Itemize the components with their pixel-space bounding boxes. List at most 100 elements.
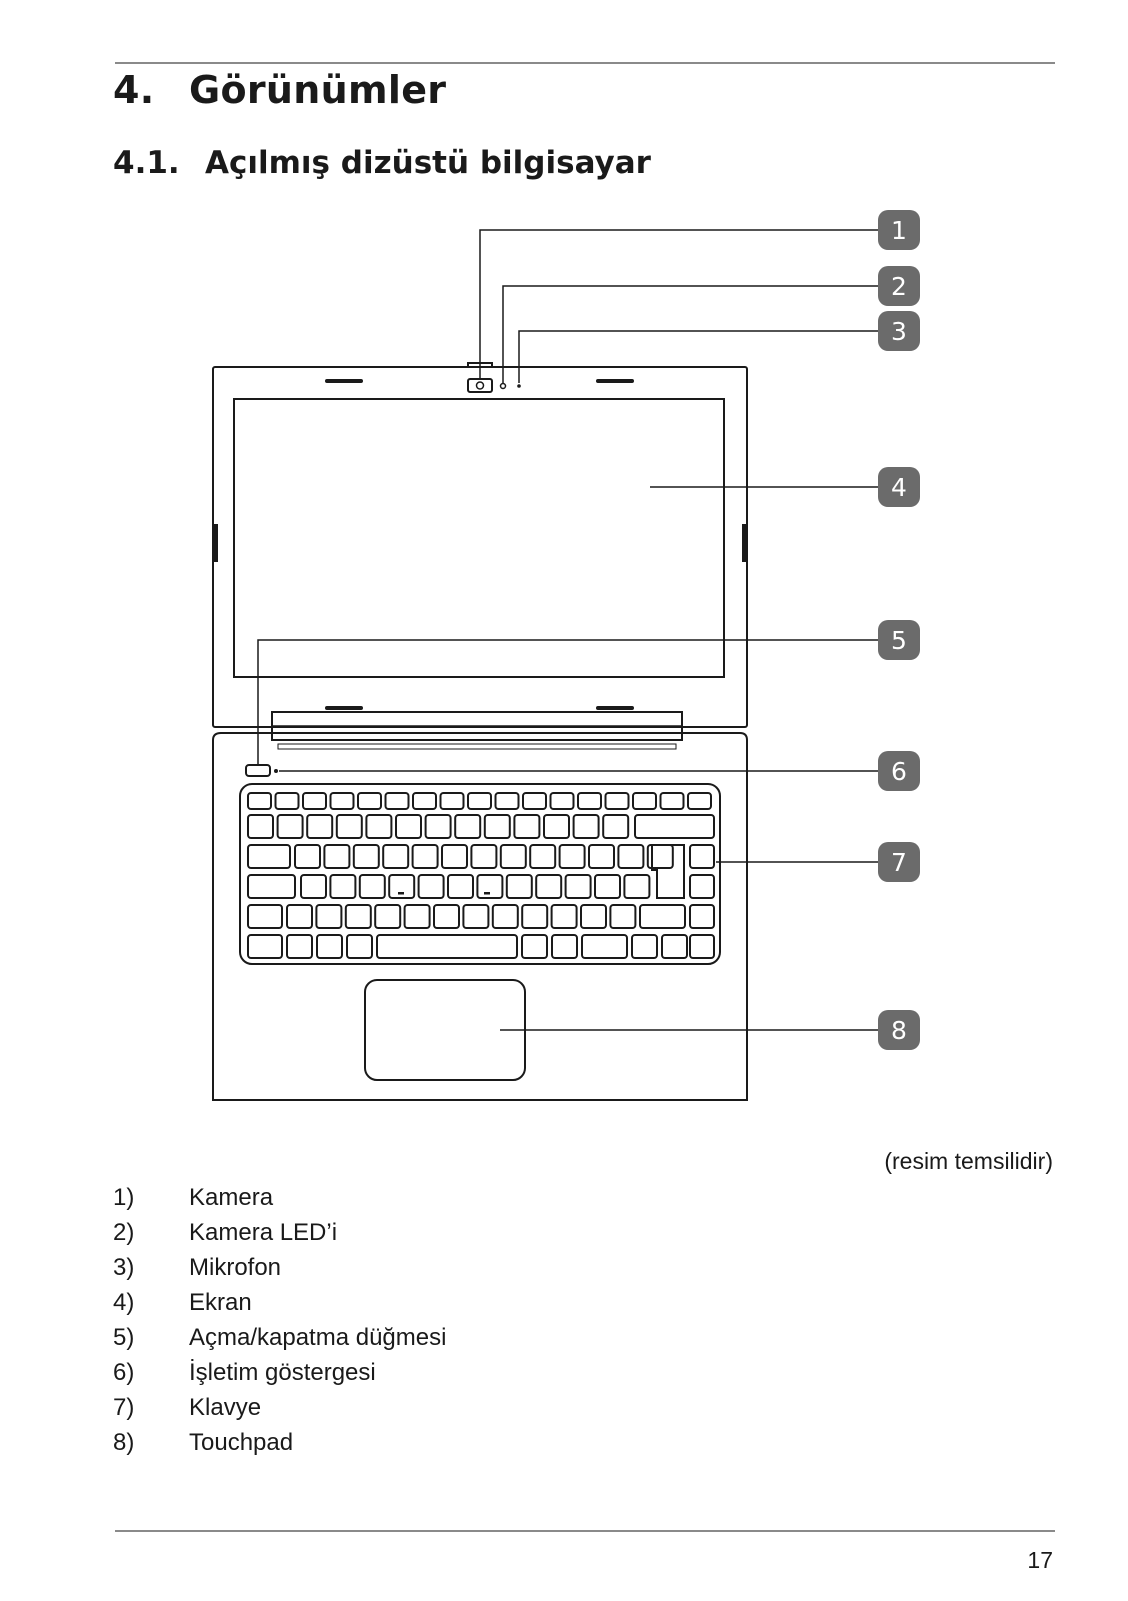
keyboard-key (634, 814, 715, 839)
keyboard-key (521, 934, 548, 959)
keyboard-key (315, 904, 343, 929)
callout-number: 1 (891, 216, 907, 245)
keyboard-key (543, 814, 570, 839)
keyboard-key (276, 814, 304, 839)
keyboard-key (365, 814, 393, 839)
callout-badge-bg (878, 620, 920, 660)
section-number: 4. (113, 68, 155, 112)
keyboard-key (439, 792, 465, 810)
keyboard-key (395, 814, 422, 839)
subsection-number: 4.1. (113, 145, 180, 181)
keyboard-key (604, 792, 630, 810)
section-title: Görünümler (189, 68, 447, 112)
laptop-diagram: 1 2 3 4 5 6 7 8 (212, 210, 920, 1101)
keyboard-key (441, 844, 468, 869)
keyboard-key (594, 874, 621, 899)
callout-badge-3: 3 (878, 311, 920, 351)
keyboard-key (639, 904, 686, 929)
bezel-vent-top-right (596, 379, 634, 383)
keyboard-key (661, 934, 688, 959)
keyboard-key (549, 792, 575, 810)
bottom-rule (115, 1530, 1055, 1532)
legend-number: 8) (113, 1429, 135, 1456)
keyboard-key (588, 844, 615, 869)
keyboard-key (412, 792, 437, 810)
legend-number: 4) (113, 1289, 135, 1316)
callout-badge-bg (878, 751, 920, 791)
keyboard-key (382, 844, 410, 869)
hinge-vent (277, 743, 677, 750)
keyboard-key (632, 792, 657, 810)
key-bump-f (398, 892, 404, 895)
figure-caption: (resim temsilidir) (884, 1148, 1053, 1174)
legend-item: 3)Mikrofon (113, 1250, 446, 1285)
keyboard-key (470, 844, 498, 869)
keyboard-key (300, 874, 327, 899)
keyboard-key (499, 844, 527, 869)
legend-label: Kamera LED’i (189, 1219, 338, 1246)
callout-number: 2 (891, 272, 907, 301)
keyboard-key (247, 814, 274, 839)
keyboard-key (384, 792, 410, 810)
keyboard-key (529, 844, 557, 869)
bezel-vent-bottom-right (596, 706, 634, 710)
keyboard-key (572, 814, 600, 839)
legend-label: Mikrofon (189, 1254, 282, 1281)
callout-badge-8: 8 (878, 1010, 920, 1050)
keyboard-key (358, 874, 386, 899)
keyboard-key (609, 904, 637, 929)
keyboard-key (505, 874, 533, 899)
keyboard-key (467, 792, 492, 810)
power-button (245, 764, 271, 777)
callout-badge-bg (878, 1010, 920, 1050)
keyboard-key (323, 844, 351, 869)
keyboard-key (247, 934, 283, 959)
keyboard-key (247, 874, 296, 899)
legend-item: 1)Kamera (113, 1180, 446, 1215)
keyboard-key (602, 814, 630, 839)
callout-badge-bg (878, 266, 920, 306)
callout-badge-4: 4 (878, 467, 920, 507)
callout-badge-6: 6 (878, 751, 920, 791)
page-number: 17 (1027, 1547, 1053, 1573)
callout-badge-bg (878, 311, 920, 351)
legend-number: 5) (113, 1324, 135, 1351)
legend-item: 5) Açma/kapatma düğmesi (113, 1320, 446, 1355)
legend-number: 6) (113, 1359, 135, 1386)
callout-number: 7 (891, 848, 907, 877)
bezel-vent-top-left (325, 379, 363, 383)
callout-badge-1: 1 (878, 210, 920, 250)
laptop-lid (212, 366, 748, 728)
callout-badges: 1 2 3 4 5 6 7 8 (878, 210, 920, 1050)
callout-badge-5: 5 (878, 620, 920, 660)
legend-item: 8)Touchpad (113, 1425, 446, 1460)
keyboard-key (388, 874, 416, 899)
keyboard-key (329, 792, 355, 810)
keyboard-key (689, 844, 715, 869)
keyboard-key (462, 904, 490, 929)
keyboard-key (329, 874, 357, 899)
keyboard-key (551, 934, 578, 959)
keyboard-key (550, 904, 578, 929)
legend-label: Açma/kapatma düğmesi (189, 1324, 447, 1351)
leader-line-1 (479, 229, 878, 379)
keyboard-key (352, 844, 380, 869)
leader-line-5 (257, 639, 878, 765)
key-bump-j (484, 892, 490, 895)
microphone (517, 384, 521, 388)
keyboard-key (316, 934, 343, 959)
callout-badge-7: 7 (878, 842, 920, 882)
legend-item: 6)İşletim göstergesi (113, 1355, 446, 1390)
legend-item: 4)Ekran (113, 1285, 446, 1320)
keyboard-key (521, 904, 549, 929)
screen-panel (233, 398, 725, 678)
keyboard-key (286, 904, 313, 929)
camera-led (499, 382, 507, 390)
side-latch-right (742, 524, 747, 562)
keyboard-key (286, 934, 313, 959)
legend-label: Kamera (189, 1184, 274, 1211)
callout-number: 4 (891, 473, 907, 502)
keyboard-key (294, 844, 321, 869)
keyboard-key (403, 904, 431, 929)
keyboard-key (577, 792, 602, 810)
